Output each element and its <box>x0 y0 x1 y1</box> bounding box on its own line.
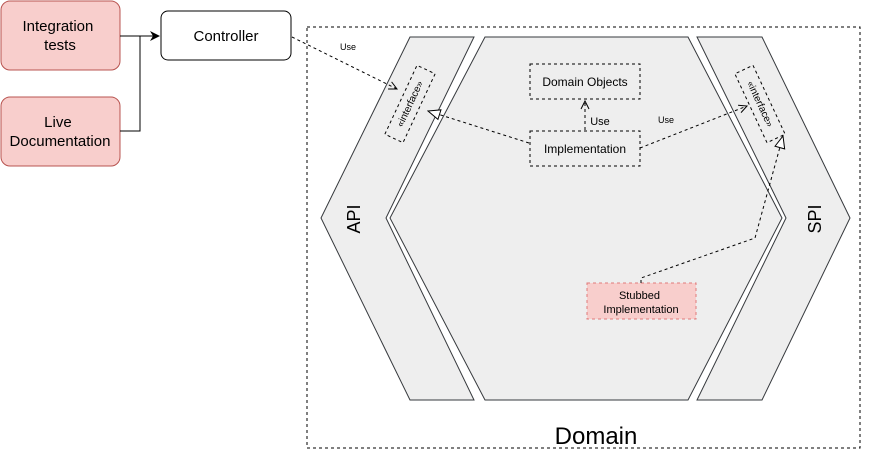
live-documentation-label: Live Documentation <box>10 114 111 150</box>
live-documentation-line-1: Live <box>44 114 72 131</box>
stubbed-implementation-line-1: Stubbed <box>619 290 660 302</box>
controller-label: Controller <box>193 28 258 45</box>
live-documentation-box[interactable] <box>0 96 121 167</box>
api-band <box>320 36 475 401</box>
integration-tests-line-1: Integration <box>22 18 93 35</box>
edge-stubbed-to-spi-interface <box>640 136 783 283</box>
domain-objects-box[interactable] <box>529 63 641 100</box>
edge-controller-use-label: Use <box>340 42 356 52</box>
stubbed-implementation-line-2: Implementation <box>603 304 678 316</box>
api-label: API <box>344 204 364 233</box>
edge-implementation-to-spi-interface <box>639 106 747 149</box>
live-documentation-line-2: Documentation <box>10 133 111 150</box>
stubbed-implementation-label: Stubbed Implementation <box>603 290 678 316</box>
edge-spi-use-label: Use <box>658 115 674 125</box>
implementation-box[interactable] <box>529 130 641 167</box>
integration-tests-box[interactable] <box>0 0 121 71</box>
domain-boundary <box>306 26 861 449</box>
domain-objects-label: Domain Objects <box>542 75 627 89</box>
spi-label: SPI <box>805 204 825 233</box>
controller-box[interactable] <box>160 10 292 61</box>
integration-tests-line-2: tests <box>44 37 76 54</box>
edge-live-documentation-to-controller <box>120 36 141 132</box>
edge-controller-to-api-interface <box>291 36 397 89</box>
integration-tests-label: Integration tests <box>22 18 97 54</box>
implementation-label: Implementation <box>544 142 626 156</box>
edge-domain-objects-use-label: Use <box>590 116 610 128</box>
domain-label: Domain <box>555 423 638 450</box>
